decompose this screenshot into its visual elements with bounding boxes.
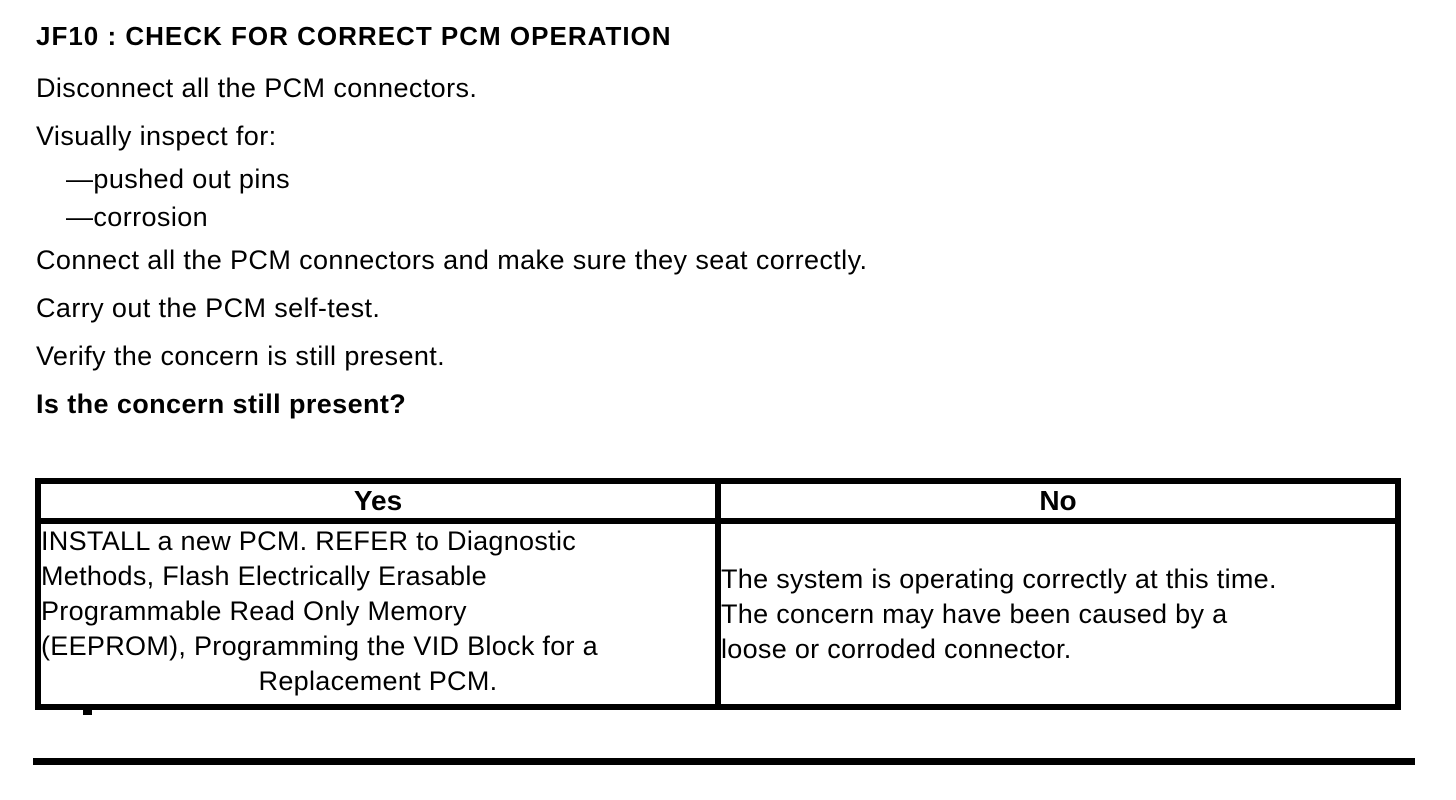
yes-action-cell: INSTALL a new PCM. REFER to Diagnostic M… (35, 518, 721, 710)
procedure-step-verify: Verify the concern is still present. (36, 341, 446, 371)
no-action-line: loose or corroded connector. (721, 633, 1072, 664)
procedure-block: Disconnect all the PCM connectors. Visua… (36, 64, 1456, 428)
yes-action-line: Replacement PCM. (258, 666, 498, 696)
decision-question: Is the concern still present? (36, 389, 407, 419)
procedure-step-selftest: Carry out the PCM self-test. (36, 293, 381, 323)
decision-table-header-row: Yes No (35, 478, 1401, 524)
no-column-header: No (715, 478, 1401, 524)
procedure-step-disconnect: Disconnect all the PCM connectors. (36, 73, 478, 103)
procedure-step-connect: Connect all the PCM connectors and make … (36, 245, 868, 275)
page-title: JF10 : CHECK FOR CORRECT PCM OPERATION (36, 21, 672, 51)
scan-artifact-mark (83, 710, 92, 715)
inspect-item-pushed-pins: —pushed out pins (66, 164, 291, 194)
yes-action-line: Methods, Flash Electrically Erasable (41, 561, 487, 591)
inspect-item-corrosion: —corrosion (66, 202, 209, 232)
decision-table: Yes No INSTALL a new PCM. REFER to Diagn… (35, 478, 1401, 710)
procedure-step-inspect: Visually inspect for: (36, 121, 277, 151)
yes-action-line: (EEPROM), Programming the VID Block for … (41, 631, 598, 661)
bottom-divider-rule (33, 758, 1415, 765)
no-action-line: The system is operating correctly at thi… (721, 563, 1277, 594)
decision-table-body-row: INSTALL a new PCM. REFER to Diagnostic M… (35, 518, 1401, 710)
yes-action-line: INSTALL a new PCM. REFER to Diagnostic (41, 526, 577, 556)
yes-action-line: Programmable Read Only Memory (41, 596, 467, 626)
yes-column-header: Yes (35, 478, 721, 524)
no-action-line: The concern may have been caused by a (721, 598, 1228, 629)
no-action-cell: The system is operating correctly at thi… (715, 518, 1401, 710)
